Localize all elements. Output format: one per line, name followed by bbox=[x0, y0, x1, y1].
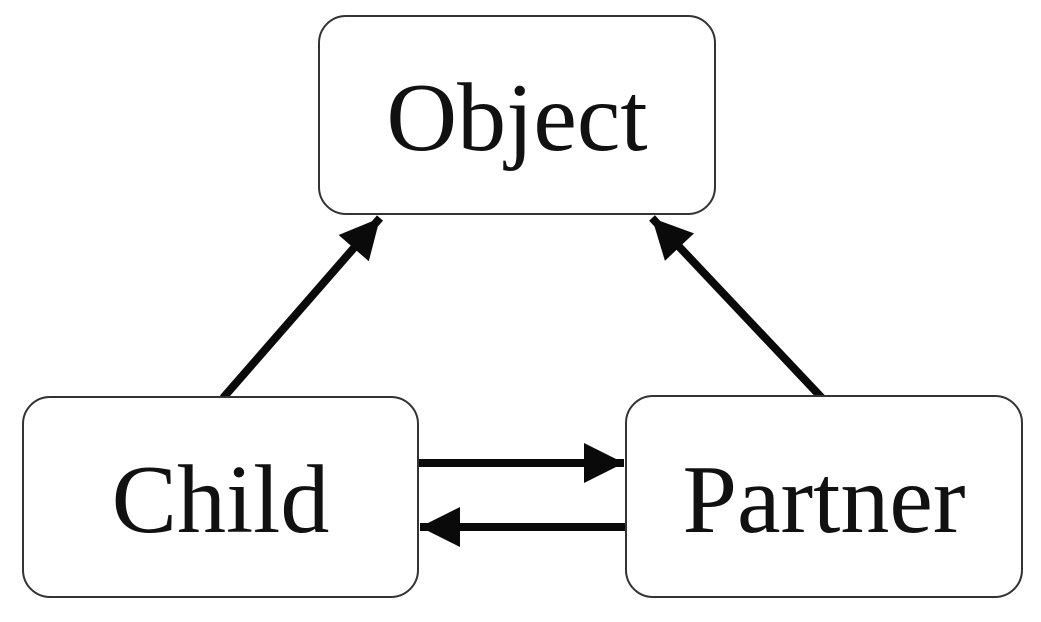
node-partner-label: Partner bbox=[682, 445, 966, 554]
node-object-label: Object bbox=[386, 64, 648, 172]
arrow-partner-to-object bbox=[649, 215, 825, 401]
node-partner: Partner bbox=[625, 395, 1023, 598]
arrow-child-to-object bbox=[219, 215, 384, 401]
node-child-label: Child bbox=[111, 446, 330, 554]
node-child: Child bbox=[22, 396, 419, 598]
node-object: Object bbox=[318, 15, 716, 215]
